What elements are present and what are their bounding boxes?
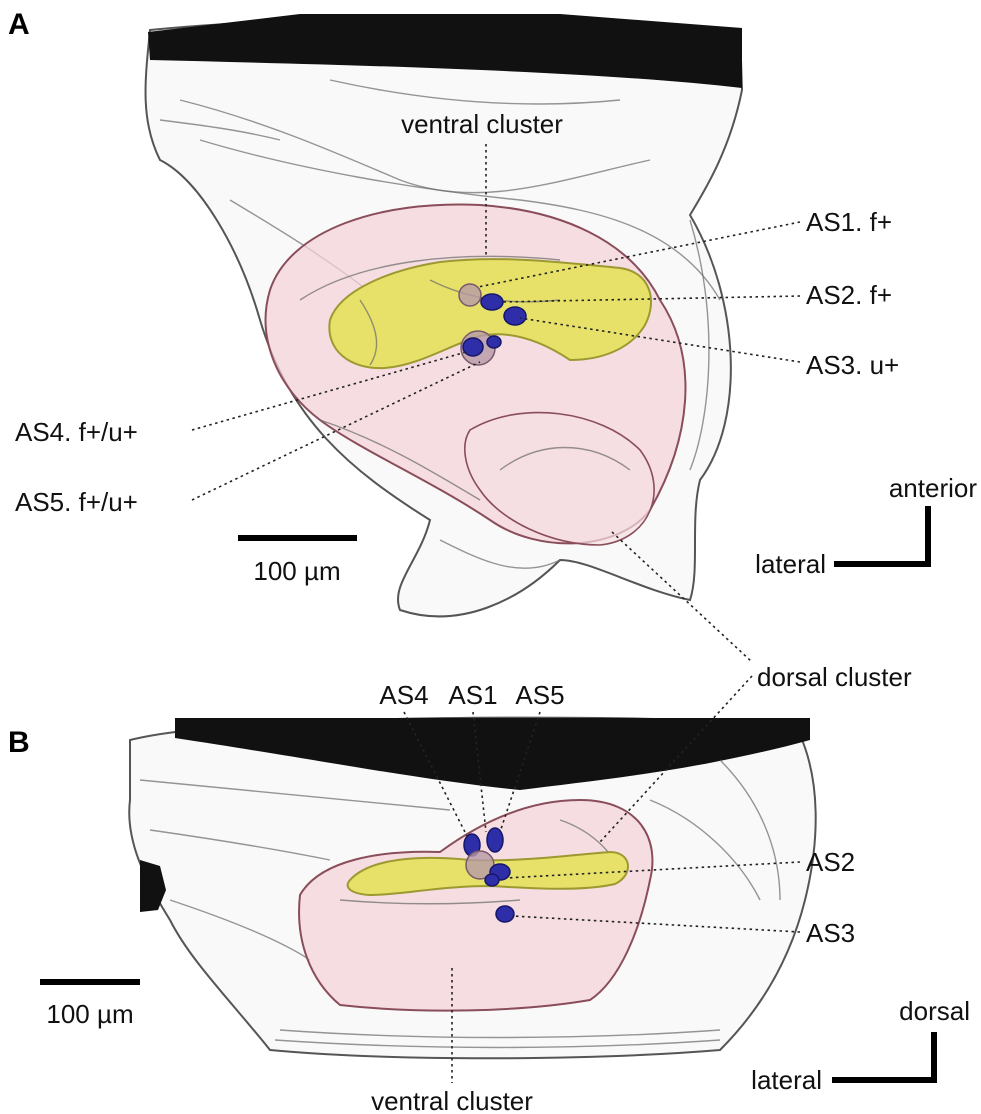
as4-marker (462, 337, 484, 357)
panel-b-ventral-cluster-label: ventral cluster (371, 1086, 533, 1114)
panel-b-scale-label: 100 µm (46, 999, 133, 1029)
panel-a-axis-lateral: lateral (755, 549, 826, 579)
panel-a-letter: A (8, 8, 30, 41)
panel-b-letter: B (8, 726, 30, 759)
panel-b-leaders (403, 675, 801, 1083)
as5-marker (486, 335, 502, 349)
panel-b-axis-dorsal: dorsal (899, 996, 970, 1026)
panel-b-orientation-axes: dorsal lateral (751, 996, 970, 1095)
panel-b-synapses (463, 827, 515, 923)
panel-b-side-notch (140, 860, 166, 912)
panel-b-as5-label: AS5 (515, 680, 564, 710)
as1-marker (458, 283, 482, 307)
panel-a-as1-label: AS1. f+ (806, 207, 892, 237)
panel-a-axis-anterior: anterior (889, 473, 977, 503)
panel-a-orientation-axes: anterior lateral (755, 473, 977, 579)
panel-a-ventral-cluster-label: ventral cluster (401, 109, 563, 139)
panel-a-leaders (191, 144, 801, 663)
as3-marker (503, 306, 527, 326)
panel-b-cut-surface (175, 718, 810, 790)
b-as1-marker (486, 827, 504, 853)
panel-a: A (8, 8, 977, 663)
b-as3-marker (495, 905, 515, 923)
panel-a-cut-surface (148, 14, 742, 88)
panel-a-synapses (458, 283, 527, 366)
panel-b-as3-label: AS3 (806, 918, 855, 948)
panel-a-neuropil (264, 203, 687, 546)
b-as2-marker (484, 873, 500, 887)
panel-b-neuropil (298, 798, 654, 1012)
dorsal-cluster-label: dorsal cluster (757, 662, 912, 692)
panel-a-yellow-neuropil (328, 258, 653, 370)
panel-a-as5-label: AS5. f+/u+ (15, 487, 138, 517)
panel-a-as3-label: AS3. u+ (806, 350, 899, 380)
panel-b: B (8, 675, 970, 1114)
panel-b-as4-label: AS4 (379, 680, 428, 710)
panel-b-as2-label: AS2 (806, 847, 855, 877)
panel-b-as1-label: AS1 (448, 680, 497, 710)
panel-b-scale-bar: 100 µm (40, 979, 140, 1029)
panel-b-axis-lateral: lateral (751, 1065, 822, 1095)
panel-a-as4-label: AS4. f+/u+ (15, 417, 138, 447)
as2-marker (480, 293, 504, 311)
panel-a-scale-bar: 100 µm (238, 535, 357, 586)
panel-a-scale-label: 100 µm (253, 556, 340, 586)
panel-a-as2-label: AS2. f+ (806, 280, 892, 310)
